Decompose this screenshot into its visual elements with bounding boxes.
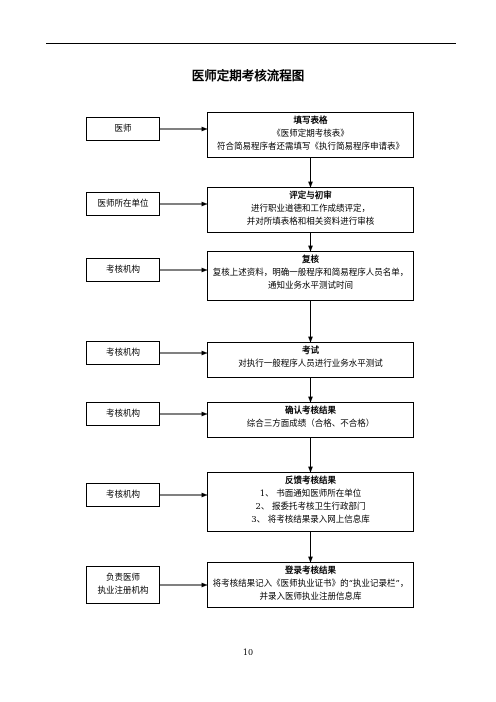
step-heading: 复核	[301, 255, 319, 265]
actor-label: 医师	[114, 123, 132, 134]
actor-box: 考核机构	[86, 341, 160, 365]
step-box: 评定与初审进行职业道德和工作成绩评定， 并对所填表格和相关资料进行审核	[207, 187, 414, 233]
step-heading: 反馈考核结果	[284, 476, 336, 486]
actor-box: 考核机构	[86, 402, 160, 426]
step-box: 复核复核上述资料，明确一般程序和简易程序人员名单， 通知业务水平测试时间	[207, 251, 414, 301]
actor-label: 考核机构	[105, 408, 140, 419]
step-heading: 确认考核结果	[284, 406, 336, 416]
actor-box: 负责医师执业注册机构	[86, 566, 160, 604]
step-text: 通知业务水平测试时间	[267, 281, 353, 291]
step-text: 综合三方面成绩（合格、不合格）	[246, 419, 375, 429]
page-number: 10	[242, 648, 254, 657]
step-heading: 评定与初审	[289, 191, 332, 201]
step-text: 并录入医师执业注册信息库	[259, 592, 362, 602]
step-heading: 填写表格	[293, 116, 328, 126]
actor-box: 医师	[86, 117, 160, 141]
step-box: 填写表格《医师定期考核表》符合简易程序者还需填写《执行简易程序申请表》	[207, 112, 414, 158]
step-text: 2、 报委托考核卫生行政部门	[255, 502, 366, 512]
actor-label: 执业注册机构	[97, 586, 149, 596]
step-box: 确认考核结果综合三方面成绩（合格、不合格）	[207, 402, 414, 438]
step-text: 符合简易程序者还需填写《执行简易程序申请表》	[216, 142, 404, 152]
step-text: 对执行一般程序人员进行业务水平测试	[238, 359, 383, 369]
step-text: 《医师定期考核表》	[272, 129, 349, 139]
step-text: 并对所填表格和相关资料进行审核	[246, 217, 375, 227]
step-text: 1、 书面通知医师所在单位	[259, 489, 362, 499]
actor-label: 医师所在单位	[97, 198, 149, 209]
step-text: 将考核结果记入《医师执业证书》的“执业记录栏”，	[212, 579, 409, 589]
step-text: 进行职业道德和工作成绩评定，	[250, 204, 370, 214]
step-text: 复核上述资料，明确一般程序和简易程序人员名单，	[212, 268, 409, 278]
step-text: 3、 将考核结果录入网上信息库	[251, 515, 370, 525]
step-heading: 考试	[301, 346, 319, 356]
step-box: 反馈考核结果 1、 书面通知医师所在单位 2、 报委托考核卫生行政部门 3、 将考核结…	[207, 472, 414, 532]
step-box: 登录考核结果将考核结果记入《医师执业证书》的“执业记录栏”， 并录入医师执业注册信…	[207, 562, 414, 608]
actor-box: 考核机构	[86, 483, 160, 507]
actor-label: 考核机构	[105, 264, 140, 275]
actor-box: 考核机构	[86, 258, 160, 282]
actor-box: 医师所在单位	[86, 192, 160, 216]
page-title: 医师定期考核流程图	[191, 68, 305, 83]
header-rule	[46, 43, 456, 44]
step-box: 考试对执行一般程序人员进行业务水平测试	[207, 342, 414, 378]
actor-label: 考核机构	[105, 489, 140, 500]
actor-label: 负责医师	[105, 573, 140, 583]
step-heading: 登录考核结果	[284, 566, 336, 576]
actor-label: 考核机构	[105, 347, 140, 358]
